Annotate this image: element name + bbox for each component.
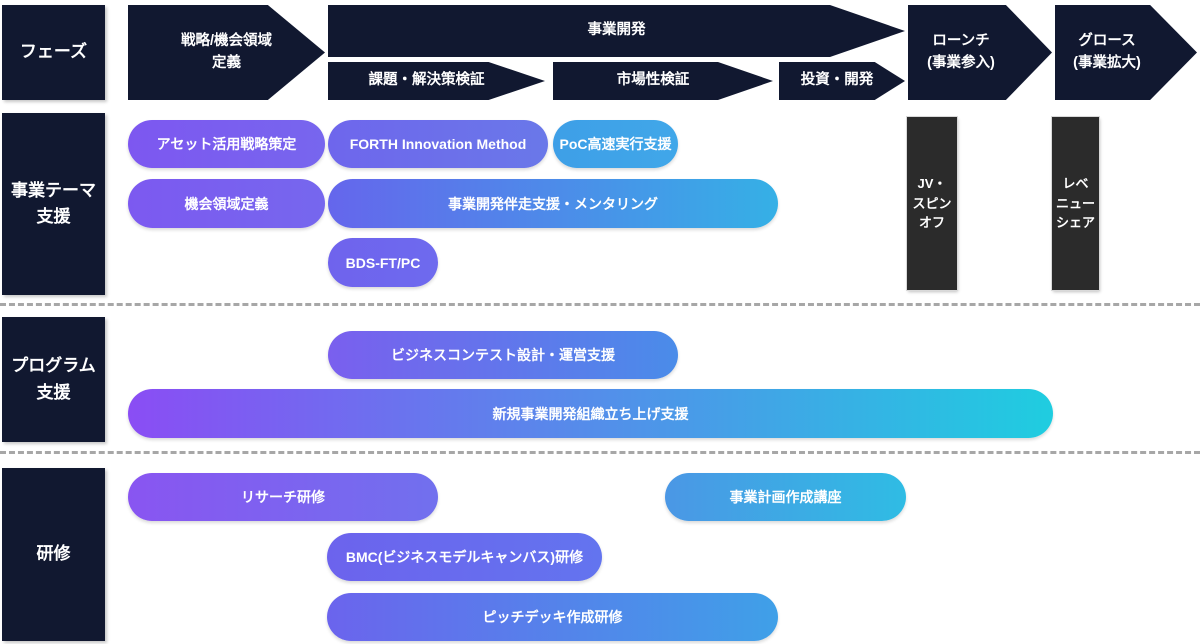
section-divider-top	[0, 303, 1200, 306]
pill-org-launch-support: 新規事業開発組織立ち上げ支援	[128, 389, 1053, 438]
phase-arrow-business-development: 事業開発	[328, 5, 905, 57]
phase-arrow-strategy: 戦略/機会領域 定義	[128, 5, 325, 100]
section-divider-bottom	[0, 451, 1200, 454]
phase-arrow-growth: グロース (事業拡大)	[1055, 5, 1197, 100]
theme-support-row-label: 事業テーマ 支援	[2, 113, 105, 295]
pill-asset-strategy: アセット活用戦略策定	[128, 120, 325, 168]
training-row-label: 研修	[2, 468, 105, 641]
pill-business-plan-course: 事業計画作成講座	[665, 473, 906, 521]
jv-spinoff-box: JV・ スピン オフ	[907, 117, 957, 290]
pill-research-training: リサーチ研修	[128, 473, 438, 521]
phase-arrow-invest-develop: 投資・開発	[779, 62, 905, 100]
pill-opportunity-definition: 機会領域定義	[128, 179, 325, 228]
revenue-share-box: レベ ニュー シェア	[1052, 117, 1099, 290]
program-support-row-label: プログラム 支援	[2, 317, 105, 442]
phase-arrow-market-validation: 市場性検証	[553, 62, 773, 100]
pill-forth-innovation-method: FORTH Innovation Method	[328, 120, 548, 168]
pill-bds-ft-pc: BDS-FT/PC	[328, 238, 438, 287]
pill-mentoring: 事業開発伴走支援・メンタリング	[328, 179, 778, 228]
phase-arrow-launch: ローンチ (事業参入)	[908, 5, 1052, 100]
phase-row-label: フェーズ	[2, 5, 105, 100]
pill-pitch-deck-training: ピッチデッキ作成研修	[327, 593, 778, 641]
pill-business-contest: ビジネスコンテスト設計・運営支援	[328, 331, 678, 379]
pill-poc-support: PoC高速実行支援	[553, 120, 678, 168]
phase-arrow-problem-validation: 課題・解決策検証	[328, 62, 545, 100]
pill-bmc-training: BMC(ビジネスモデルキャンバス)研修	[327, 533, 602, 581]
